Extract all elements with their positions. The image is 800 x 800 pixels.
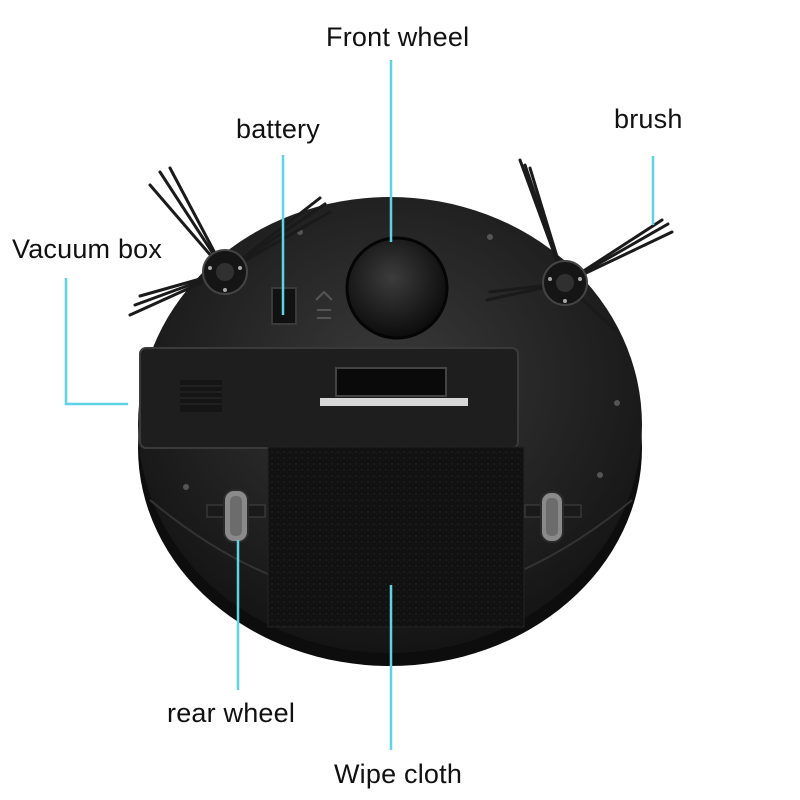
rear-wheel-left bbox=[206, 489, 266, 543]
screw-holes bbox=[183, 229, 620, 490]
robot-vacuum bbox=[128, 158, 674, 666]
label-rear-wheel: rear wheel bbox=[167, 698, 296, 728]
label-vacuum-box: Vacuum box bbox=[12, 234, 163, 264]
wipe-cloth bbox=[267, 446, 525, 628]
label-battery: battery bbox=[236, 114, 320, 144]
suction-slot-bar bbox=[320, 398, 468, 406]
front-wheel bbox=[345, 236, 449, 340]
battery-arrow-mark bbox=[315, 290, 333, 319]
label-wipe-cloth: Wipe cloth bbox=[334, 759, 463, 789]
label-brush: brush bbox=[614, 104, 683, 134]
brush-left bbox=[128, 166, 332, 317]
leader-vacuum-box bbox=[64, 278, 128, 406]
label-front-wheel: Front wheel bbox=[326, 22, 470, 52]
vent-grille bbox=[180, 380, 222, 412]
suction-slot bbox=[335, 367, 447, 397]
brush-right bbox=[485, 158, 674, 332]
rear-wheel-right bbox=[524, 491, 582, 543]
